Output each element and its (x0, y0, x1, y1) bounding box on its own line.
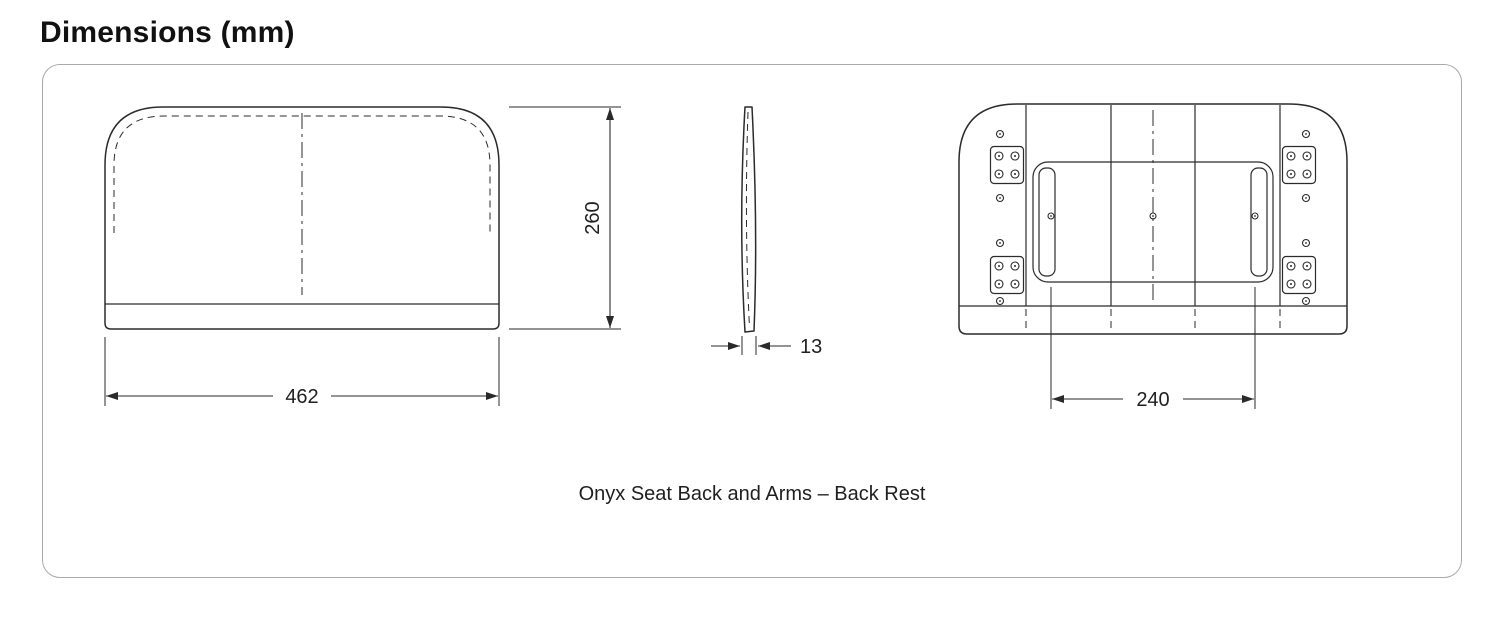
back-panel-outline (958, 103, 1348, 335)
dimension-height-260: 260 (509, 106, 621, 330)
figure-caption: Onyx Seat Back and Arms – Back Rest (578, 483, 926, 505)
side-view-drawing: 13 (711, 106, 822, 358)
dim-label-mount-width: 240 (1136, 389, 1169, 411)
front-panel-outline (104, 106, 500, 330)
back-view-drawing: 240 (958, 103, 1348, 411)
mounting-plate-bottom-left (989, 255, 1025, 295)
front-view-drawing: 260 462 (104, 106, 621, 408)
back-crossbar-bracket (1032, 161, 1274, 283)
dimension-width-462: 462 (104, 337, 500, 408)
mounting-plate-bottom-right (1281, 255, 1317, 295)
page-title: Dimensions (mm) (40, 16, 295, 49)
dim-label-width: 462 (285, 386, 318, 408)
dimension-mount-width-240: 240 (1050, 287, 1256, 411)
technical-drawing: 260 462 13 (104, 103, 1348, 411)
dimensions-figure-panel: 260 462 13 (42, 64, 1462, 578)
dim-label-height: 260 (582, 201, 604, 234)
front-hidden-edge (113, 115, 491, 233)
side-hidden-line (745, 111, 750, 328)
mounting-plate-top-right (1281, 145, 1317, 185)
side-profile-outline (741, 106, 757, 333)
dim-label-thickness: 13 (800, 336, 822, 358)
mounting-plate-top-left (989, 145, 1025, 185)
dimension-thickness-13: 13 (711, 336, 822, 358)
back-vertical-lines (1025, 105, 1281, 331)
